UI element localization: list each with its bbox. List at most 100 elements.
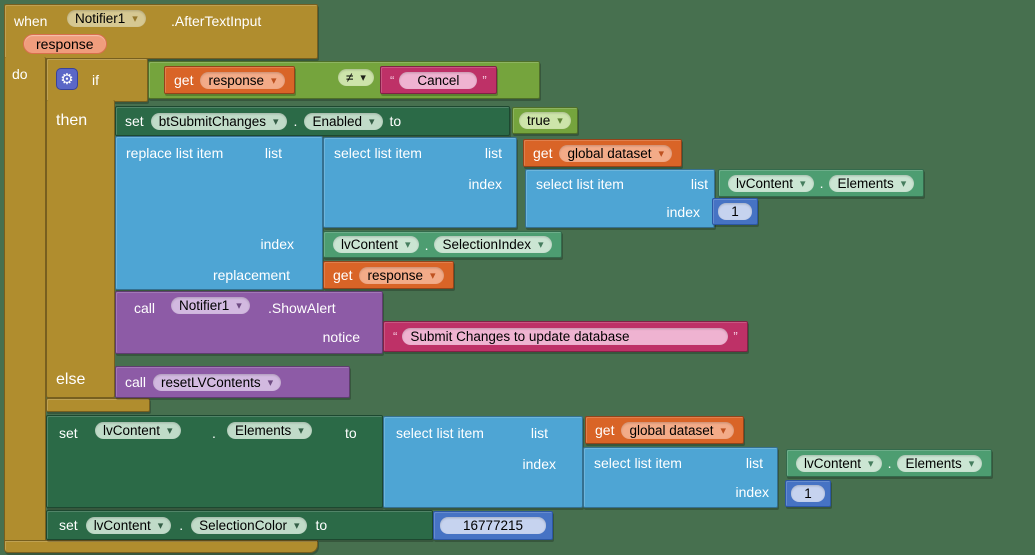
property-dropdown-elements[interactable]: Elements [829, 174, 915, 192]
number-field[interactable]: 16777215 [440, 517, 546, 534]
notice-string-field[interactable]: Submit Changes to update database [402, 328, 729, 345]
set-label: set [59, 517, 78, 533]
set-elements-block[interactable]: set lvContent . Elements to [46, 415, 383, 508]
number-field[interactable]: 1 [791, 485, 825, 502]
get-label: get [533, 145, 553, 161]
get-label: get [174, 72, 194, 88]
select2-label: select list item [536, 176, 624, 192]
select4-index-param: index [735, 484, 769, 500]
variable-dropdown-dataset-1[interactable]: global dataset [559, 144, 673, 162]
get-label: get [333, 267, 353, 283]
show-alert-block[interactable]: call Notifier1 .ShowAlert notice [115, 291, 383, 354]
lvcontent-selectionindex-getter[interactable]: lvContent . SelectionIndex [323, 231, 562, 258]
select3-label: select list item [396, 425, 484, 441]
true-block[interactable]: true [512, 107, 578, 134]
number-block-1b[interactable]: 1 [785, 480, 831, 507]
call-label: call [134, 300, 156, 316]
select2-list-param: list [690, 176, 708, 192]
when-keyword: when [14, 13, 48, 29]
replace-list-item-block[interactable]: replace list item list index replacement [115, 136, 323, 290]
variable-dropdown-dataset-2[interactable]: global dataset [621, 421, 735, 439]
select-list-item-block-1[interactable]: select list item list index [323, 137, 517, 228]
to-label: to [345, 425, 357, 441]
then-label: then [56, 112, 88, 129]
method-label: .ShowAlert [268, 300, 336, 316]
response-param-chip[interactable]: response [23, 34, 107, 54]
call-component-dropdown[interactable]: Notifier1 [171, 297, 250, 314]
dot-separator: . [819, 175, 824, 191]
notice-param: notice [322, 329, 360, 345]
set-label: set [125, 113, 144, 129]
get-response-block-2[interactable]: get response [323, 261, 454, 289]
property-dropdown-elements[interactable]: Elements [227, 422, 312, 439]
select-list-item-block-2[interactable]: select list item list index [525, 169, 715, 228]
cancel-string-field[interactable]: Cancel [399, 71, 478, 89]
dot-separator: . [887, 455, 892, 471]
procedure-dropdown[interactable]: resetLVContents [153, 373, 282, 391]
replace-label: replace list item [126, 145, 224, 161]
close-quote: ” [482, 72, 487, 88]
component-dropdown-lvcontent[interactable]: lvContent [333, 236, 419, 253]
if-block-spine[interactable] [46, 100, 115, 398]
get-global-dataset-block-2[interactable]: get global dataset [585, 416, 745, 444]
dot-separator: . [212, 425, 216, 441]
get-response-block-1[interactable]: get response [164, 66, 295, 94]
select-list-item-block-3[interactable]: select list item list index [383, 416, 583, 508]
if-label: if [92, 72, 99, 88]
property-dropdown-selectionindex[interactable]: SelectionIndex [434, 236, 552, 253]
select1-label: select list item [334, 145, 422, 161]
lvcontent-elements-getter-2[interactable]: lvContent . Elements [786, 449, 993, 477]
true-dropdown[interactable]: true [519, 112, 571, 129]
select3-list-param: list [530, 425, 548, 441]
replace-index-param: index [260, 236, 294, 252]
dot-separator: . [424, 236, 429, 253]
component-dropdown-lvcontent[interactable]: lvContent [85, 516, 172, 534]
when-block-spine[interactable] [4, 57, 46, 542]
select1-list-param: list [484, 145, 502, 161]
open-quote: “ [393, 329, 398, 344]
operator-dropdown[interactable]: ≠ [338, 69, 374, 86]
text-cancel-block[interactable]: “ Cancel ” [380, 66, 497, 94]
if-block-bottom[interactable] [46, 398, 150, 412]
select-list-item-block-4[interactable]: select list item list index [583, 447, 778, 508]
select3-index-param: index [522, 456, 556, 472]
set-selection-color-block[interactable]: set lvContent . SelectionColor to [46, 510, 433, 540]
component-dropdown-lvcontent[interactable]: lvContent [796, 454, 882, 472]
call-reset-block[interactable]: call resetLVContents [115, 366, 350, 398]
to-label: to [315, 517, 328, 533]
if-block[interactable]: if [46, 58, 148, 102]
select4-label: select list item [594, 455, 682, 471]
number-16777215-block[interactable]: 16777215 [433, 511, 553, 540]
variable-dropdown-response-2[interactable]: response [359, 266, 444, 284]
property-dropdown-selectioncolor[interactable]: SelectionColor [191, 516, 308, 534]
call-label: call [125, 374, 147, 390]
set-label: set [59, 425, 78, 441]
when-block-bottom[interactable] [4, 540, 318, 553]
operator-value: ≠ [346, 70, 354, 85]
when-event-block[interactable]: when Notifier1 .AfterTextInput response [4, 4, 318, 59]
get-label: get [595, 422, 615, 438]
number-field[interactable]: 1 [718, 203, 752, 220]
select1-index-param: index [468, 176, 502, 192]
component-dropdown-lvcontent[interactable]: lvContent [728, 174, 814, 192]
component-dropdown-btsubmitchanges[interactable]: btSubmitChanges [150, 112, 287, 130]
to-label: to [389, 113, 402, 129]
open-quote: “ [390, 72, 395, 88]
event-name-label: .AfterTextInput [171, 13, 262, 29]
property-dropdown-elements[interactable]: Elements [897, 454, 983, 472]
number-block-1a[interactable]: 1 [712, 198, 758, 225]
close-quote: ” [733, 329, 738, 344]
replace-replacement-param: replacement [212, 267, 290, 283]
notice-text-block[interactable]: “ Submit Changes to update database ” [383, 321, 748, 352]
property-dropdown-enabled[interactable]: Enabled [304, 112, 383, 130]
set-enabled-block[interactable]: set btSubmitChanges . Enabled to [115, 106, 510, 136]
event-component-dropdown[interactable]: Notifier1 [67, 10, 146, 27]
lvcontent-elements-getter-1[interactable]: lvContent . Elements [718, 169, 925, 197]
mutator-gear-icon[interactable] [56, 68, 78, 90]
replace-list-param: list [264, 145, 282, 161]
variable-dropdown-response-1[interactable]: response [200, 71, 285, 89]
dot-separator: . [293, 113, 298, 129]
component-dropdown-lvcontent[interactable]: lvContent [95, 422, 181, 439]
get-global-dataset-block-1[interactable]: get global dataset [523, 139, 683, 167]
